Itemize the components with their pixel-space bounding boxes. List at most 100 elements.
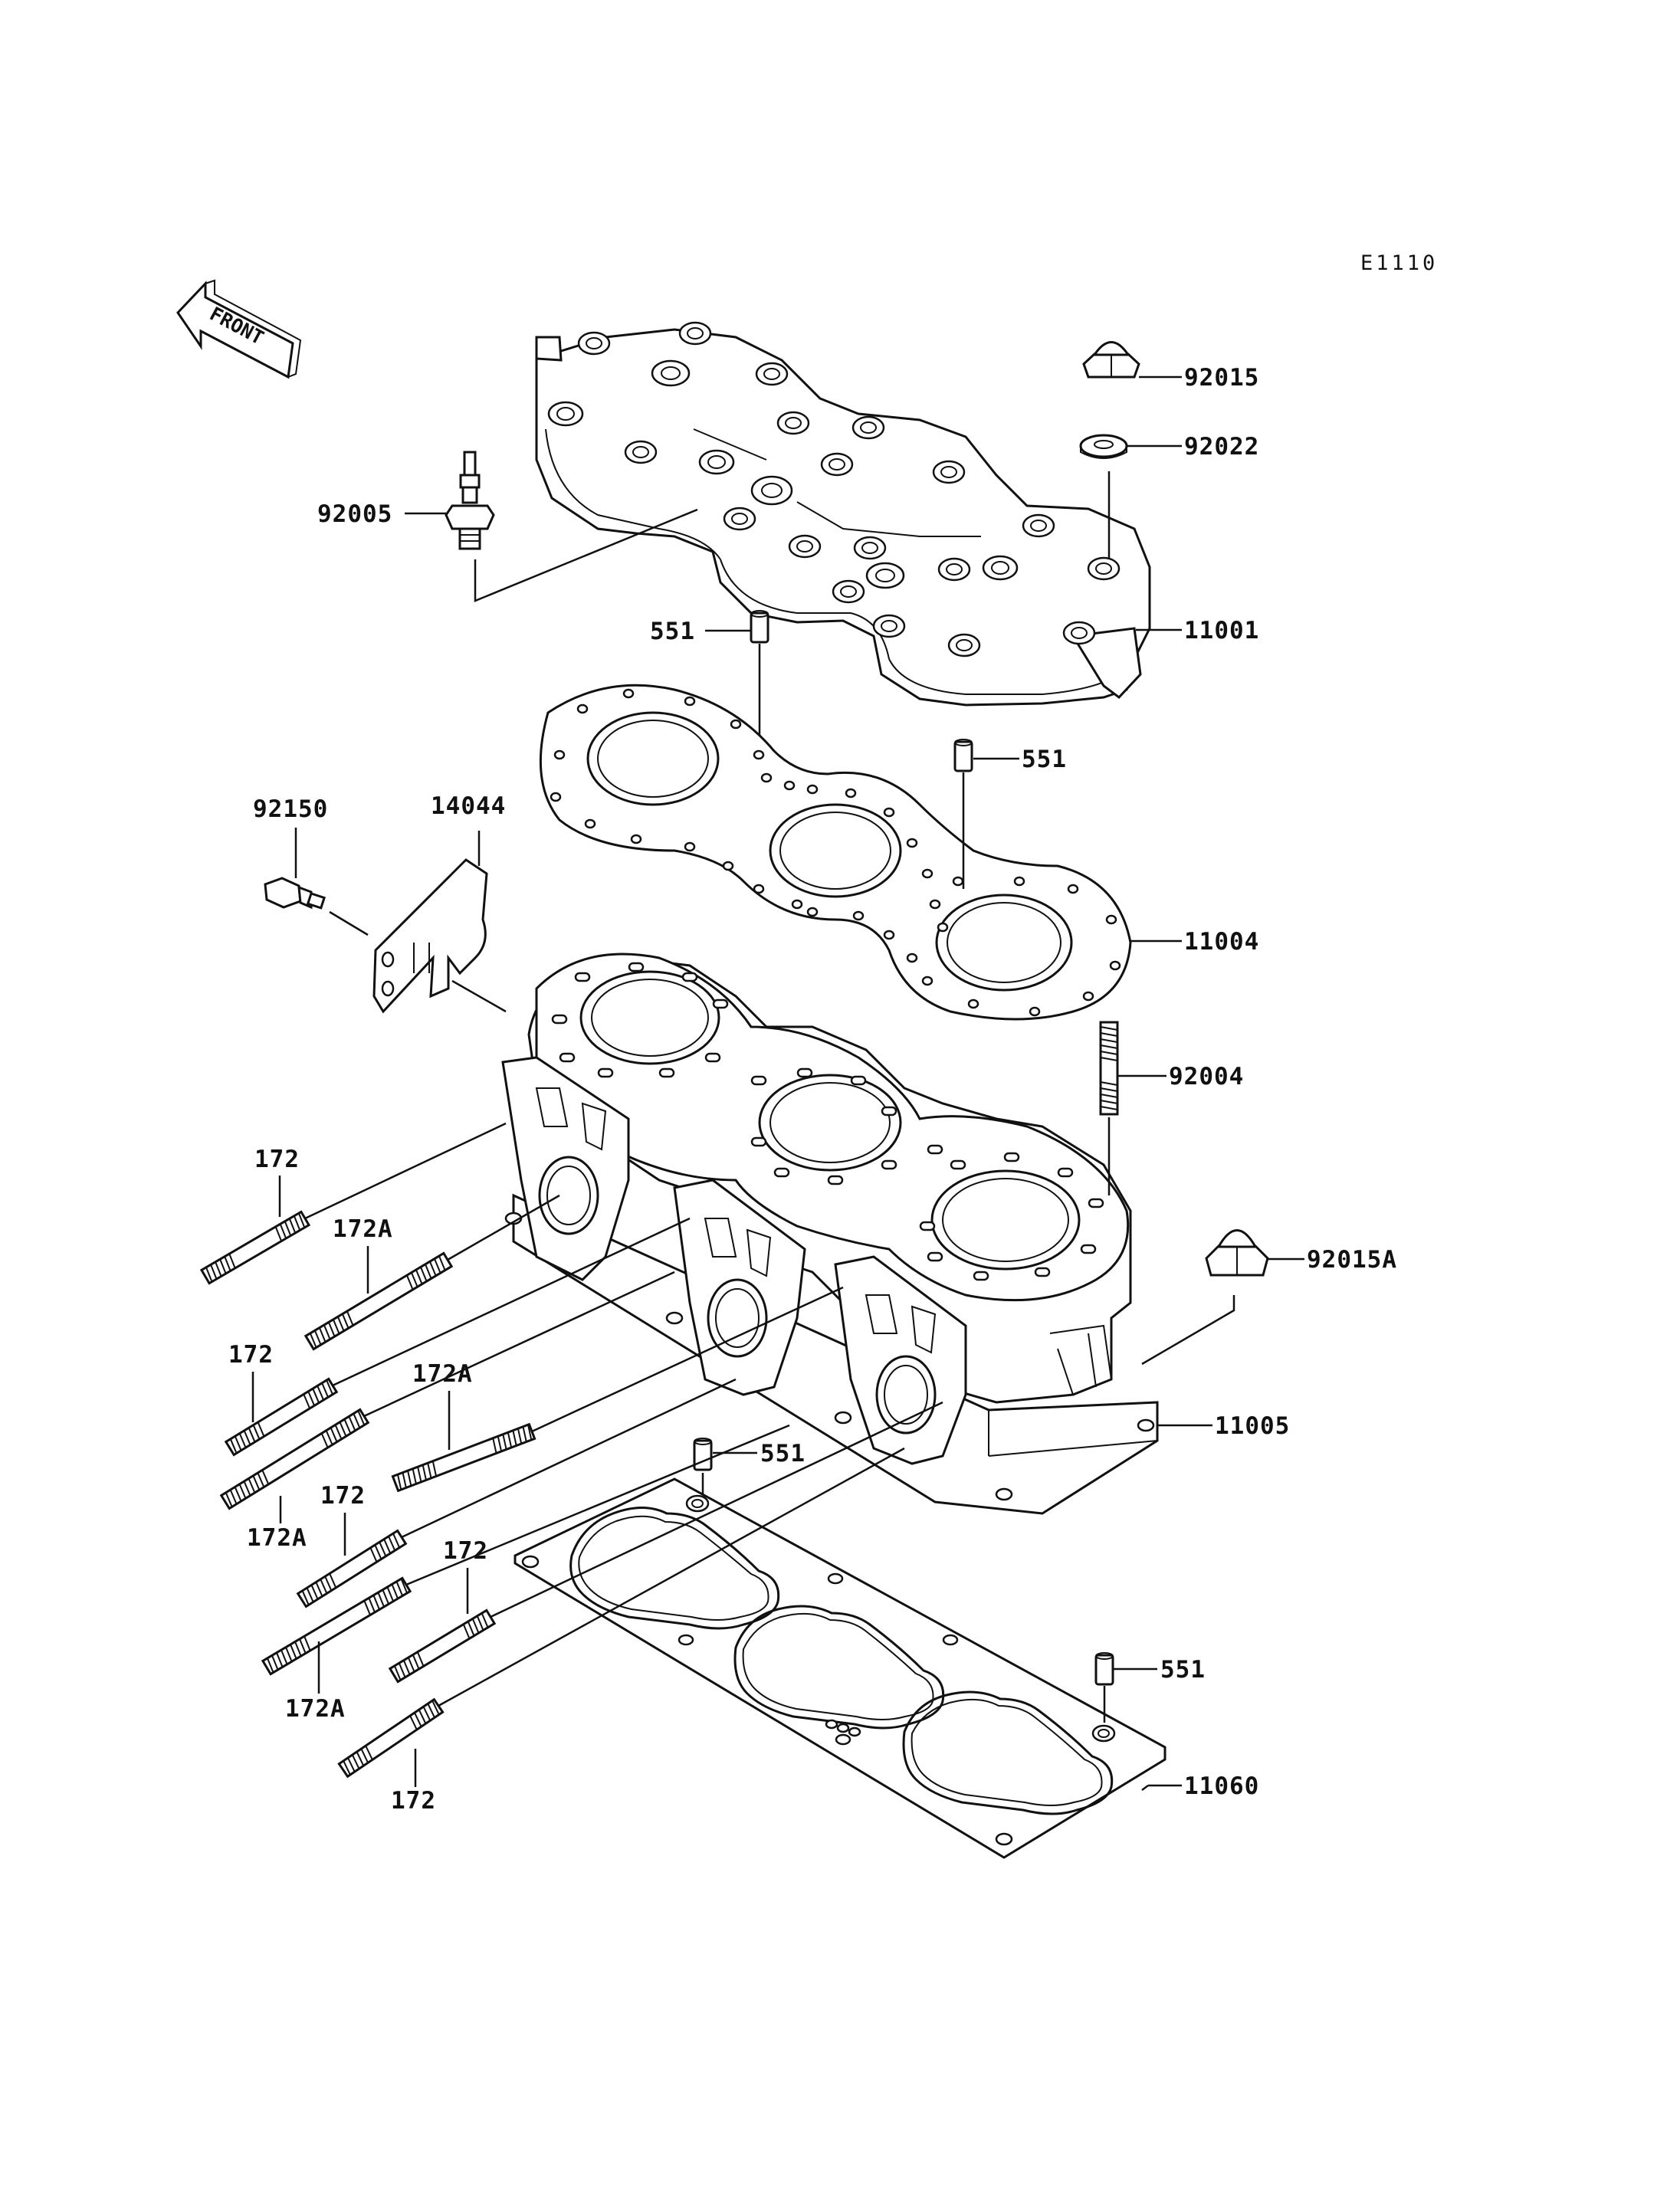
label-172: 172 <box>320 1482 366 1510</box>
gasket-hole <box>722 861 734 871</box>
stud-rod <box>219 1408 370 1510</box>
gasket-hole <box>921 976 934 986</box>
head-gasket-11004 <box>539 684 1132 1021</box>
block-port-slot <box>681 972 698 982</box>
block-port-slot <box>750 1136 767 1147</box>
label-172A: 172A <box>412 1360 473 1388</box>
block-port-slot <box>559 1052 576 1063</box>
cap-nut-92015A-icon <box>1205 1229 1269 1277</box>
gasket-hole <box>952 876 964 887</box>
stud-rod <box>304 1251 454 1351</box>
gasket-hole <box>906 953 918 963</box>
stud-rod <box>199 1210 311 1285</box>
cap-nut-92015-icon <box>1082 341 1140 379</box>
label-172: 172 <box>443 1537 488 1565</box>
block-port-slot <box>551 1014 568 1025</box>
block-port-slot <box>628 962 645 972</box>
block-port-slot <box>1034 1267 1051 1277</box>
gasket-hole <box>684 696 696 707</box>
gasket-hole <box>630 834 642 844</box>
block-port-slot <box>927 1144 943 1155</box>
block-port-slot <box>750 1075 767 1086</box>
label-92005: 92005 <box>317 500 392 528</box>
block-port-slot <box>796 1067 813 1078</box>
stud-rod <box>391 1422 536 1493</box>
label-92015A: 92015A <box>1307 1246 1397 1274</box>
block-port-slot <box>881 1106 897 1117</box>
cylinder-head-11001 <box>535 321 1151 707</box>
label-551-head: 551 <box>650 618 695 645</box>
bolt-92150-icon <box>264 877 326 910</box>
gasket-hole <box>684 841 696 852</box>
block-port-slot <box>827 1175 844 1185</box>
gasket-hole <box>1029 1006 1041 1017</box>
gasket-hole <box>1109 960 1121 971</box>
stud-labels: 172 172A 172 172A 172A 172 172 172A 172 <box>228 1146 488 1815</box>
stud-rod <box>261 1576 412 1676</box>
gasket-hole <box>576 703 589 714</box>
block-port-slot <box>712 998 729 1009</box>
gasket-hole <box>883 930 895 940</box>
dowel-551-icon <box>1094 1652 1114 1686</box>
block-port-slot <box>1057 1167 1074 1178</box>
gasket-hole <box>791 899 803 910</box>
gasket-hole <box>906 838 918 848</box>
gasket-hole <box>1082 991 1094 1002</box>
label-172: 172 <box>391 1787 436 1815</box>
gasket-hole <box>1067 884 1079 894</box>
gasket-hole <box>852 910 865 921</box>
gasket-hole <box>550 792 562 802</box>
block-port-slot <box>704 1052 721 1063</box>
gasket-hole <box>845 788 857 798</box>
label-551-gasket: 551 <box>1022 746 1067 773</box>
stud-rod <box>296 1529 408 1608</box>
gasket-hole <box>753 884 765 894</box>
gasket-hole <box>806 907 819 917</box>
stud-rod <box>388 1608 497 1684</box>
label-11004: 11004 <box>1184 928 1259 956</box>
label-92022: 92022 <box>1184 433 1259 461</box>
block-port-slot <box>1003 1152 1020 1162</box>
block-port-slot <box>574 972 591 982</box>
head-gasket-holes <box>550 688 1121 1017</box>
gasket-hole <box>622 688 635 699</box>
label-172: 172 <box>254 1146 300 1173</box>
gasket-hole <box>1105 914 1117 925</box>
head-bolt-bosses <box>547 321 1121 657</box>
block-port-slot <box>658 1067 675 1078</box>
label-11001: 11001 <box>1184 617 1259 644</box>
fitting-92005-icon <box>445 451 495 550</box>
label-11060: 11060 <box>1184 1772 1259 1800</box>
gasket-hole <box>929 899 941 910</box>
gasket-hole <box>730 719 742 730</box>
gasket-hole <box>584 818 596 829</box>
label-551-cylinder: 551 <box>760 1440 806 1467</box>
gasket-hole <box>921 868 934 879</box>
dowel-551-icon <box>953 739 973 772</box>
gasket-hole <box>760 772 773 783</box>
block-port-slot <box>927 1251 943 1262</box>
base-gasket-11060 <box>514 1477 1166 1859</box>
block-port-slot <box>850 1075 867 1086</box>
dowel-551-icon <box>693 1438 713 1471</box>
label-551-base: 551 <box>1160 1656 1206 1684</box>
studs-group <box>199 1210 536 1779</box>
block-port-slot <box>950 1159 966 1170</box>
stud-rod <box>337 1697 445 1779</box>
label-172A: 172A <box>285 1695 346 1723</box>
label-172A: 172A <box>247 1524 307 1552</box>
block-port-slot <box>773 1167 790 1178</box>
label-92015: 92015 <box>1184 364 1259 392</box>
label-14044: 14044 <box>431 792 506 820</box>
gasket-hole <box>553 749 566 760</box>
front-arrow-icon: FRONT <box>176 279 302 379</box>
block-port-slot <box>597 1067 614 1078</box>
bracket-14044-icon <box>372 858 488 1014</box>
label-172: 172 <box>228 1341 274 1369</box>
gasket-hole <box>883 807 895 818</box>
block-port-slot <box>919 1221 936 1231</box>
block-port-slot <box>973 1271 989 1281</box>
label-92004: 92004 <box>1169 1063 1244 1090</box>
dowel-551-icon <box>750 610 769 644</box>
